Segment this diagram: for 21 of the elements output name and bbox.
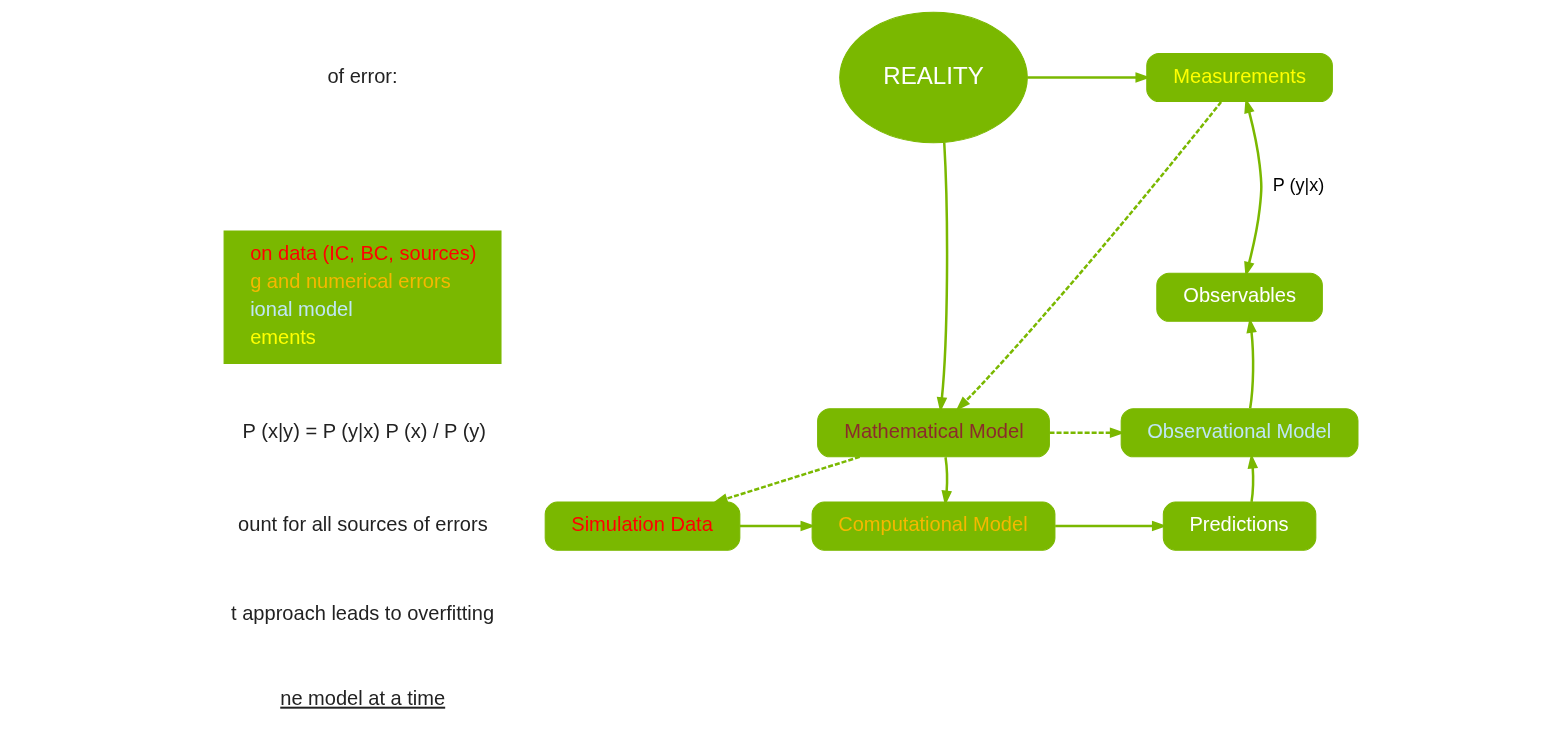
arrow [739, 520, 816, 532]
node-box: Measurements [1145, 52, 1333, 103]
node-ellipse: REALITY [838, 11, 1028, 144]
label: P (x|y) = P (y|x) P (x) / P (y) [242, 419, 486, 442]
node-box: Predictions [1162, 501, 1316, 551]
edge-label: P (y|x) [1272, 175, 1324, 196]
arrow [712, 455, 860, 504]
node-box: Simulation Data [544, 501, 740, 551]
label: t approach leads to overfitting [230, 602, 494, 625]
label: ne model at a time [279, 686, 445, 709]
node-box: on data (IC, BC, sources) g and numerical errors ional model ements [223, 230, 501, 364]
node-box: Computational Model [811, 501, 1055, 551]
arrow [1247, 453, 1258, 503]
arrow [1049, 427, 1125, 438]
label: ount for all sources of errors [237, 513, 488, 536]
arrow [955, 101, 1222, 411]
node-box: Observational Model [1120, 408, 1358, 458]
node-box: Observables [1155, 272, 1323, 322]
node-box: Mathematical Model [816, 408, 1050, 458]
arrow [1054, 520, 1167, 532]
label: of error: [326, 64, 398, 87]
